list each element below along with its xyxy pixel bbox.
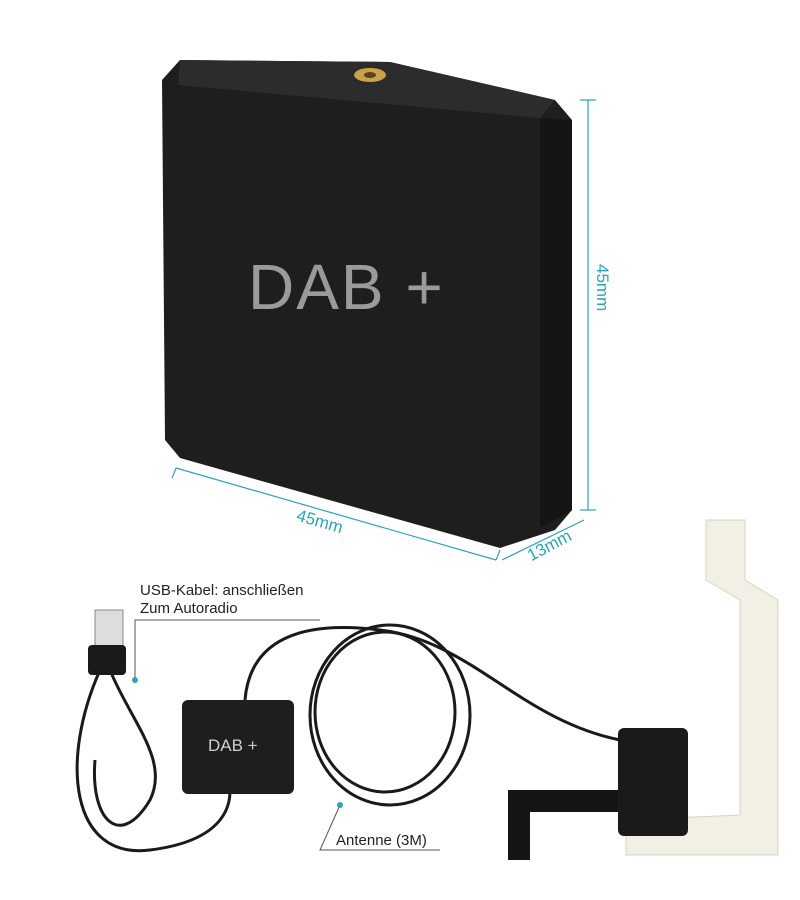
cables [75, 623, 621, 853]
small-receiver-box [182, 700, 294, 794]
usb-cable-label: USB-Kabel: anschließen Zum Autoradio [140, 582, 303, 618]
usb-plug-icon [94, 609, 124, 647]
usb-label-line1: USB-Kabel: anschließen [140, 582, 304, 599]
dimension-lines [171, 99, 596, 561]
usb-label-line2: Zum Autoradio [140, 600, 238, 617]
antenna-label: Antenne (3M) [336, 832, 427, 849]
big-product-logo: DAB + [248, 251, 445, 323]
dab-receiver-box [162, 60, 572, 548]
antenna-film [625, 519, 779, 856]
small-product-logo: DAB + [208, 736, 258, 755]
height-dimension: 45mm [593, 264, 612, 312]
antenna-amplifier [618, 728, 688, 836]
